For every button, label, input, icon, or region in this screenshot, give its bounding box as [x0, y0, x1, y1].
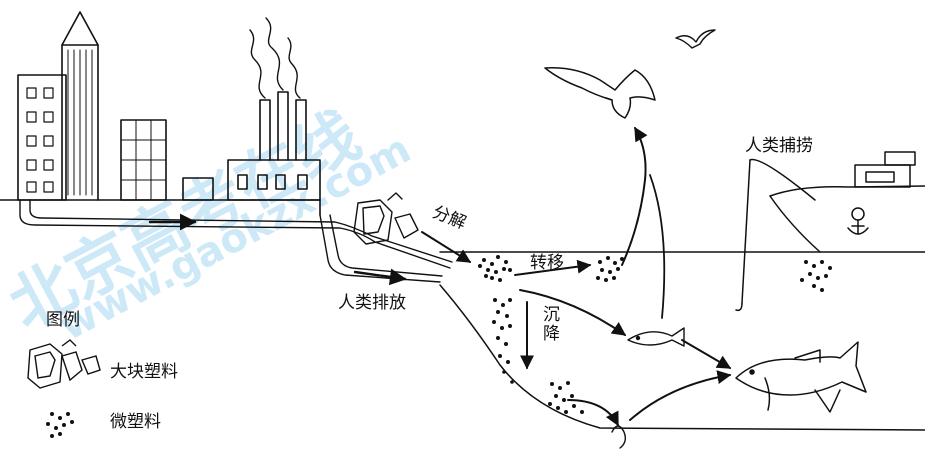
city-buildings	[18, 12, 213, 200]
seagull-small	[676, 30, 715, 48]
factory	[228, 18, 320, 200]
label-transfer: 转移	[530, 255, 564, 272]
legend-microplastic-icon	[46, 412, 74, 438]
worm-to-big-fish-arrow	[630, 375, 730, 420]
small-fish	[628, 328, 684, 346]
ground-line	[0, 200, 320, 215]
small-fish-to-bird-arrow	[650, 175, 664, 318]
microplastic-clusters	[478, 255, 832, 414]
to-bird-arrow	[622, 128, 646, 265]
microplastic-net-cluster	[800, 260, 832, 292]
label-human-fishing: 人类捕捞	[745, 138, 813, 155]
sediment-to-worm-arrow	[568, 400, 618, 425]
shore-slope	[440, 285, 925, 430]
discharge-pipes	[20, 200, 452, 282]
fishing-ship	[770, 152, 925, 252]
microplastic-sinking-cluster	[492, 298, 514, 384]
legend-title: 图例	[46, 312, 80, 329]
surface-to-small-fish-arrow	[520, 290, 625, 335]
big-fish	[736, 342, 866, 412]
seagull-large	[545, 68, 655, 118]
label-sink: 沉降	[540, 305, 557, 343]
small-fish-to-big-fish-arrow	[682, 340, 730, 368]
microplastic-surface-cluster	[478, 255, 512, 282]
legend-microplastic-label: 微塑料	[110, 414, 161, 431]
label-human-discharge: 人类排放	[338, 295, 406, 312]
legend-large-plastic-icon	[28, 340, 100, 388]
legend-large-plastic-label: 大块塑料	[110, 364, 178, 381]
decompose-arrow	[422, 232, 470, 262]
sea-worm	[612, 426, 625, 448]
microplastic-transfer-cluster	[596, 256, 624, 282]
